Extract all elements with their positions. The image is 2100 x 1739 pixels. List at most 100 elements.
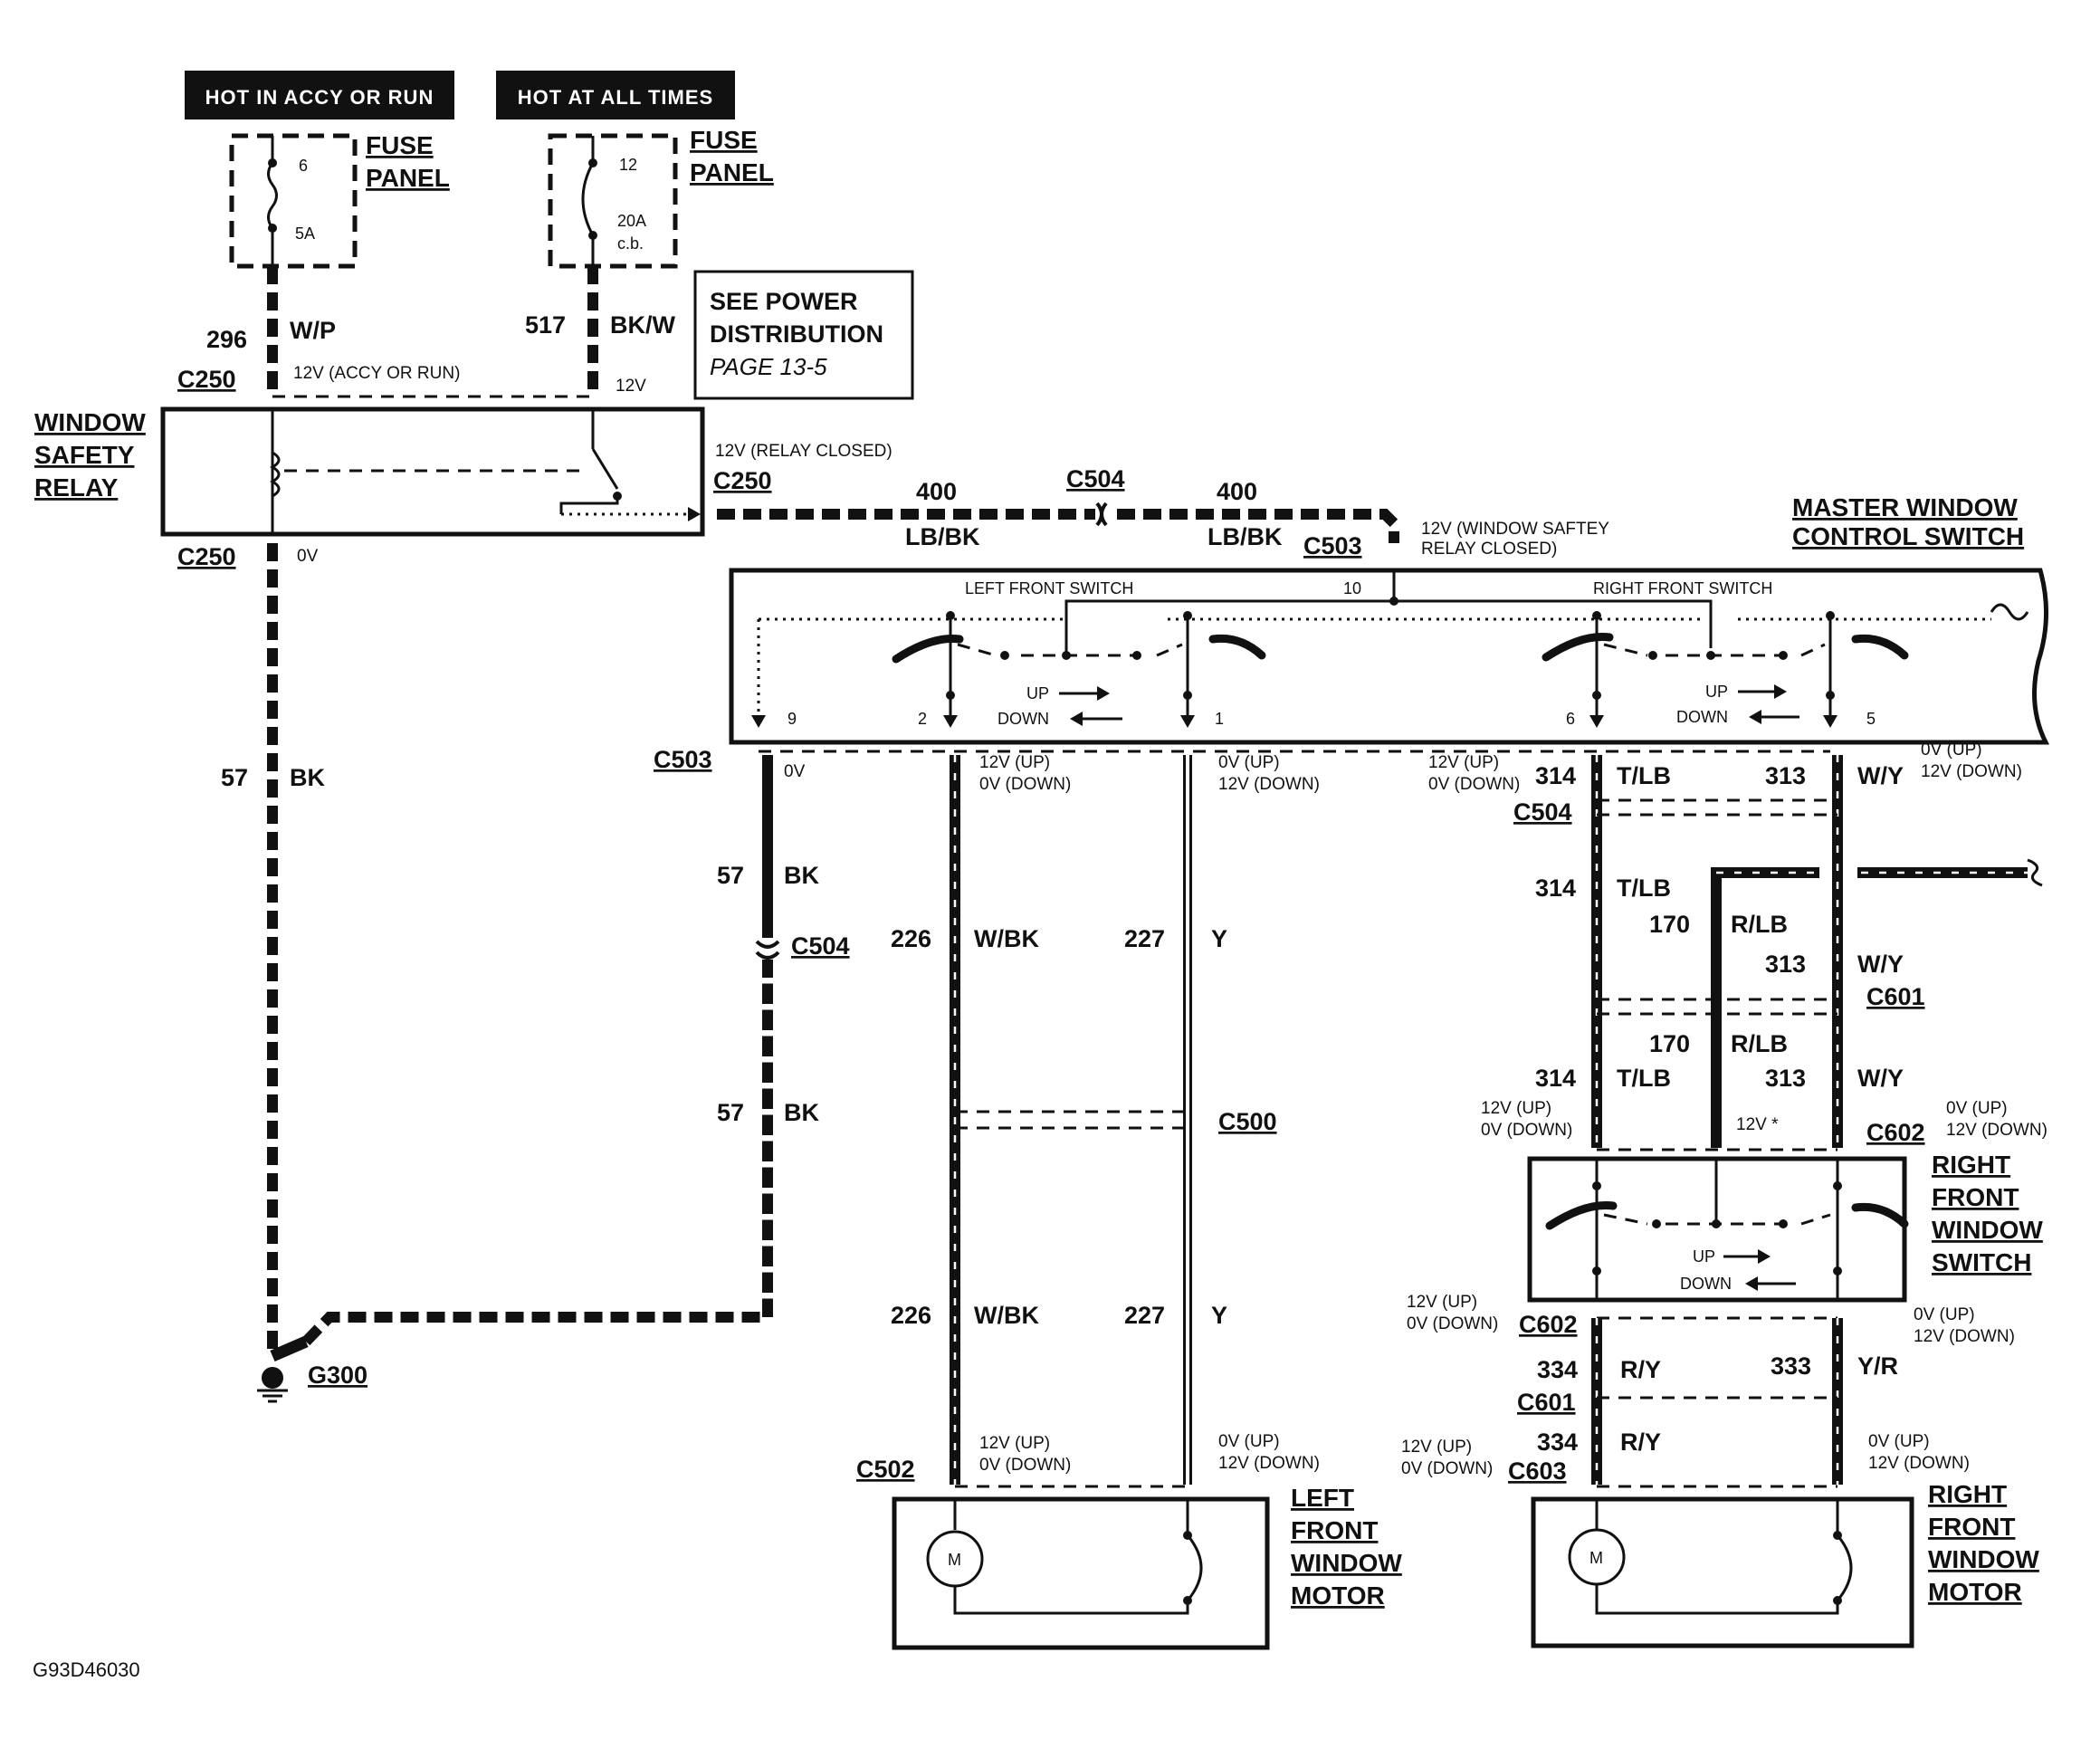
wire-517-number: 517 — [525, 311, 566, 339]
wire-333-color: Y/R — [1857, 1352, 1898, 1380]
wire-170-color-1: R/LB — [1731, 911, 1788, 938]
wire-400-number-1: 400 — [916, 478, 957, 505]
voltage-12v: 12V — [616, 377, 646, 396]
wire-57-switch: 57 BK C504 57 BK — [717, 755, 850, 1317]
voltage-relay-closed: 12V (RELAY CLOSED) — [715, 442, 892, 461]
master-pin-2: 2 — [918, 710, 927, 728]
wire-334-number-2: 334 — [1537, 1428, 1578, 1456]
wire-517: 517 BK/W 12V — [525, 266, 675, 396]
wire-170-number-1: 170 — [1649, 911, 1690, 938]
voltage-lfm-right-up: 0V (UP) — [1218, 1432, 1280, 1451]
wire-334: 334 R/Y 334 R/Y — [1537, 1318, 1661, 1485]
right-switch-up: UP — [1705, 683, 1728, 701]
relay-label-1: WINDOW — [34, 408, 146, 436]
rfs-down: DOWN — [1680, 1275, 1732, 1293]
connector-c504-right: C504 — [1513, 798, 1838, 826]
wire-170-color-2: R/LB — [1731, 1030, 1788, 1057]
connector-c602-bottom-label: C602 — [1519, 1311, 1578, 1338]
fuse-right-number: 12 — [619, 156, 637, 174]
master-pin-5: 5 — [1866, 710, 1876, 728]
window-safety-relay: WINDOW SAFETY RELAY — [34, 406, 705, 537]
wire-296-number: 296 — [206, 326, 247, 353]
power-source-accy-run: HOT IN ACCY OR RUN — [185, 71, 454, 119]
wire-314-color-3: T/LB — [1617, 1065, 1671, 1092]
voltage-c602-left-up: 12V (UP) — [1481, 1099, 1551, 1118]
power-source-accy-run-label: HOT IN ACCY OR RUN — [205, 86, 434, 109]
master-window-control-switch: MASTER WINDOW CONTROL SWITCH LEFT FRONT … — [729, 493, 2050, 745]
master-switch-label-2: CONTROL SWITCH — [1792, 522, 2024, 550]
ground-g300: G300 — [257, 1362, 368, 1403]
wire-400-color-1: LB/BK — [905, 523, 980, 550]
wire-334-number-1: 334 — [1537, 1356, 1578, 1383]
voltage-rf6-up: 12V (UP) — [1428, 753, 1499, 772]
power-source-all-times: HOT AT ALL TIMES — [496, 71, 735, 119]
relay-label-3: RELAY — [34, 473, 119, 502]
wire-314-color-1: T/LB — [1617, 762, 1671, 789]
left-motor-label-4: MOTOR — [1291, 1581, 1385, 1610]
wire-314-number-1: 314 — [1535, 762, 1576, 789]
voltage-c602-right-up: 0V (UP) — [1946, 1099, 2008, 1118]
fuse-right-panel-label: FUSE — [690, 126, 758, 154]
rfs-label-1: RIGHT — [1932, 1151, 2010, 1179]
wire-400: 400 LB/BK C504 400 LB/BK — [717, 465, 1399, 550]
right-motor-label-3: WINDOW — [1928, 1545, 2039, 1573]
connector-c504-right-label: C504 — [1513, 798, 1572, 826]
fuse-left-rating: 5A — [295, 225, 315, 243]
wire-400-number-2: 400 — [1217, 478, 1257, 505]
left-motor-symbol: M — [948, 1551, 961, 1569]
wire-227: 227 Y 227 Y — [1124, 755, 1227, 1485]
voltage-lfm-left-down: 0V (DOWN) — [979, 1456, 1071, 1475]
voltage-rf5-down: 12V (DOWN) — [1921, 762, 2022, 781]
power-note-page: PAGE 13-5 — [710, 353, 827, 380]
connector-c603-label: C603 — [1508, 1457, 1567, 1485]
right-motor-label-1: RIGHT — [1928, 1480, 2007, 1508]
voltage-wsr-closed-2: RELAY CLOSED) — [1421, 540, 1557, 559]
wire-226-number-2: 226 — [891, 1302, 931, 1329]
left-motor-label-1: LEFT — [1291, 1484, 1354, 1512]
wire-57-ground: 57 BK — [221, 543, 773, 1362]
wire-517-color: BK/W — [610, 311, 675, 339]
connector-c601-bottom-label: C601 — [1517, 1389, 1576, 1416]
rfs-label-2: FRONT — [1932, 1183, 2019, 1211]
voltage-relay-ground: 0V — [297, 547, 319, 566]
right-switch-down: DOWN — [1676, 708, 1728, 726]
voltage-c503-0v: 0V — [784, 762, 806, 781]
connector-c504-top: C504 — [1066, 465, 1125, 492]
voltage-rfs-out-left-up: 12V (UP) — [1407, 1293, 1477, 1312]
voltage-wsr-closed-1: 12V (WINDOW SAFTEY — [1421, 520, 1609, 539]
wire-314-color-2: T/LB — [1617, 874, 1671, 902]
fuse-left-panel-label: FUSE — [366, 131, 434, 159]
power-note-line-1: SEE POWER — [710, 288, 858, 315]
voltage-rf6-down: 0V (DOWN) — [1428, 775, 1520, 794]
fuse-left-panel-label-2: PANEL — [366, 164, 450, 192]
voltage-rfs-out-right-down: 12V (DOWN) — [1914, 1327, 2015, 1346]
wire-170-number-2: 170 — [1649, 1030, 1690, 1057]
wire-57-number-2: 57 — [717, 862, 744, 889]
fuse-right-type: c.b. — [617, 234, 644, 253]
figure-id: G93D46030 — [33, 1658, 140, 1681]
right-front-switch-label: RIGHT FRONT SWITCH — [1593, 579, 1772, 597]
connector-c250-right: C250 — [713, 467, 772, 494]
wire-313-color-3: W/Y — [1857, 1065, 1904, 1092]
voltage-lfm-left-up: 12V (UP) — [979, 1434, 1050, 1453]
voltage-lf2-down: 0V (DOWN) — [979, 775, 1071, 794]
wire-334-color-1: R/Y — [1620, 1356, 1661, 1383]
voltage-lf1-down: 12V (DOWN) — [1218, 775, 1320, 794]
wire-313-number-2: 313 — [1765, 951, 1806, 978]
wire-226: 226 W/BK 226 W/BK — [891, 755, 1039, 1485]
left-switch-down: DOWN — [998, 710, 1049, 728]
master-pin-9: 9 — [788, 710, 797, 728]
wire-227-number-2: 227 — [1124, 1302, 1165, 1329]
connector-c250-top: C250 — [177, 366, 236, 393]
wire-313-number-3: 313 — [1765, 1065, 1806, 1092]
fuse-right: 12 20A c.b. FUSE PANEL — [548, 126, 774, 269]
voltage-rfm-right-down: 12V (DOWN) — [1868, 1454, 1970, 1473]
connector-c504-left: C504 — [791, 932, 850, 960]
left-motor-label-3: WINDOW — [1291, 1549, 1402, 1577]
wire-57-color-1: BK — [290, 764, 325, 791]
wire-227-color-2: Y — [1211, 1302, 1227, 1329]
power-distribution-note: SEE POWER DISTRIBUTION PAGE 13-5 — [693, 270, 914, 400]
right-motor-label-2: FRONT — [1928, 1513, 2015, 1541]
connector-c500-label: C500 — [1218, 1108, 1277, 1135]
